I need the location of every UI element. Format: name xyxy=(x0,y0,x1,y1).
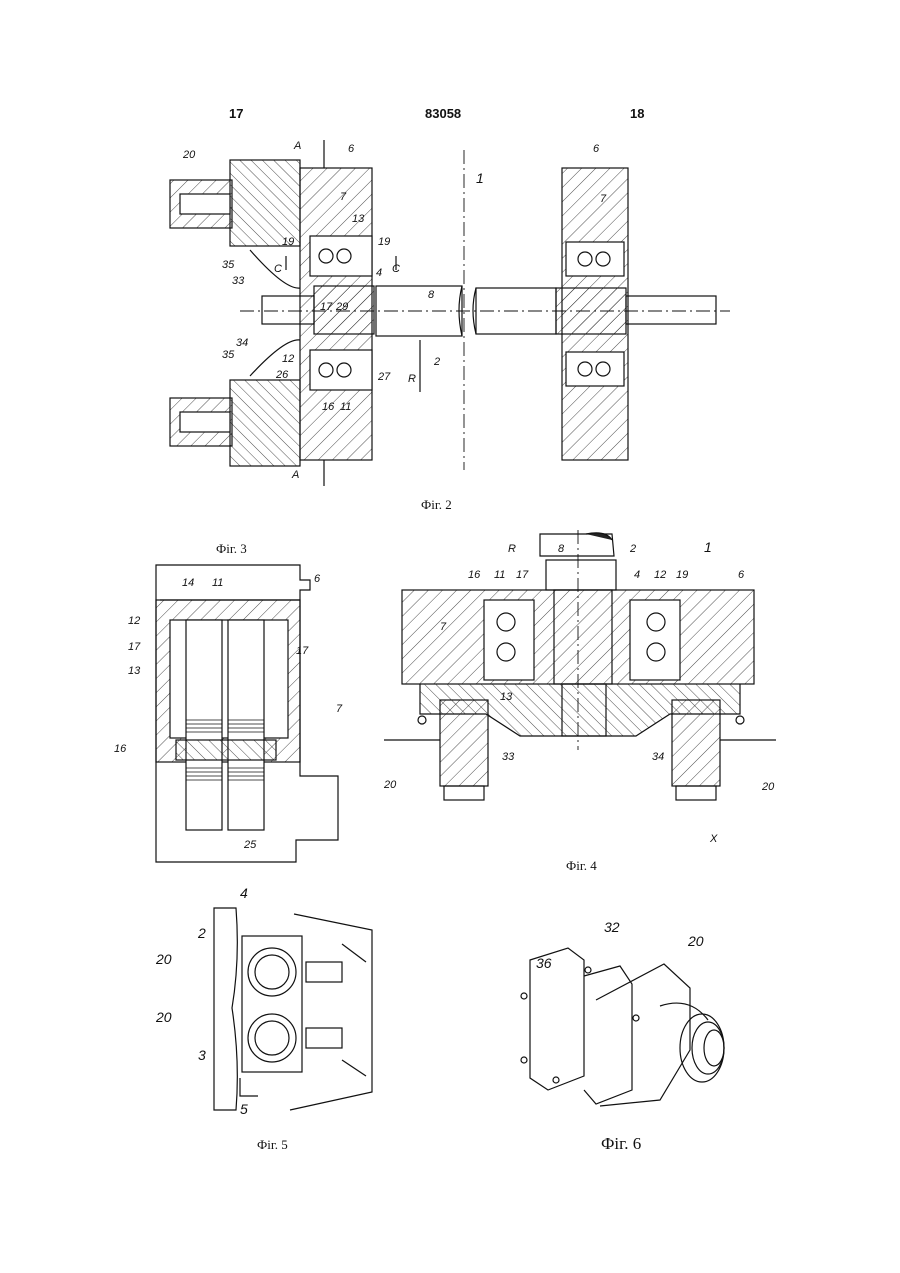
fig3-label-11: 11 xyxy=(212,577,223,589)
fig2-label-19a: 19 xyxy=(282,236,294,248)
fig6-label-36: 36 xyxy=(536,955,552,971)
fig2-label-7: 7 xyxy=(340,191,347,203)
fig4-label-11: 11 xyxy=(494,569,505,581)
figure-2-drawing xyxy=(170,140,730,486)
fig5-label-20-top: 20 xyxy=(155,951,172,967)
fig3-label-7: 7 xyxy=(336,703,343,715)
fig3-label-16: 16 xyxy=(114,743,127,755)
fig6-label-20: 20 xyxy=(687,933,704,949)
fig6-label-32: 32 xyxy=(604,919,620,935)
fig2-label-12: 12 xyxy=(282,353,294,365)
fig2-label-R: R xyxy=(408,373,416,385)
fig2-label-19b: 19 xyxy=(378,236,390,248)
figure-4-drawing xyxy=(384,530,776,800)
fig4-label-13: 13 xyxy=(500,691,513,703)
fig4-label-1: 1 xyxy=(704,539,712,555)
fig2-label-A-bottom: A xyxy=(291,469,299,481)
fig2-label-C-right: C xyxy=(392,263,400,275)
fig2-label-8: 8 xyxy=(428,289,435,301)
fig2-label-4: 4 xyxy=(376,267,382,279)
fig2-label-1: 1 xyxy=(476,170,484,186)
figure-2-caption: Фіг. 2 xyxy=(421,497,452,513)
figure-5-labels: 4 2 20 20 3 5 xyxy=(155,885,248,1117)
figure-6-caption: Фіг. 6 xyxy=(601,1134,641,1154)
fig4-label-7: 7 xyxy=(440,621,447,633)
fig2-label-13: 13 xyxy=(352,213,365,225)
fig3-label-25: 25 xyxy=(243,839,257,851)
fig2-label-33: 33 xyxy=(232,275,245,287)
fig2-label-27: 27 xyxy=(377,371,391,383)
figure-6-drawing xyxy=(521,948,724,1106)
fig4-label-R: R xyxy=(508,543,516,555)
fig2-label-6-right: 6 xyxy=(593,143,600,155)
fig2-label-29: 29 xyxy=(335,301,348,313)
fig2-label-17: 17 xyxy=(320,301,333,313)
fig3-label-13: 13 xyxy=(128,665,141,677)
fig2-label-20: 20 xyxy=(182,149,196,161)
fig4-label-8: 8 xyxy=(558,543,565,555)
figure-5-drawing xyxy=(214,908,372,1110)
fig5-label-4: 4 xyxy=(240,885,248,901)
fig2-label-34: 34 xyxy=(236,337,248,349)
fig4-label-20-right: 20 xyxy=(761,781,775,793)
fig4-label-17: 17 xyxy=(516,569,529,581)
fig2-label-35a: 35 xyxy=(222,259,235,271)
fig3-label-17a: 17 xyxy=(128,641,141,653)
fig4-label-19: 19 xyxy=(676,569,688,581)
fig2-label-C-left: C xyxy=(274,263,282,275)
fig2-label-11: 11 xyxy=(340,401,351,413)
figure-6-labels: 32 20 36 xyxy=(536,919,704,971)
fig2-label-A-top: A xyxy=(293,140,301,152)
fig4-label-6: 6 xyxy=(738,569,745,581)
figure-5-caption: Фіг. 5 xyxy=(257,1137,288,1153)
fig4-label-12: 12 xyxy=(654,569,666,581)
fig4-label-X: X xyxy=(709,833,718,845)
fig2-label-26: 26 xyxy=(275,369,289,381)
fig2-label-35b: 35 xyxy=(222,349,235,361)
fig4-label-34: 34 xyxy=(652,751,664,763)
fig3-label-14: 14 xyxy=(182,577,194,589)
fig4-label-2: 2 xyxy=(629,543,636,555)
figure-3-caption: Фіг. 3 xyxy=(216,541,247,557)
fig5-label-2: 2 xyxy=(197,925,206,941)
fig5-label-3: 3 xyxy=(198,1047,206,1063)
fig3-label-17b: 17 xyxy=(296,645,309,657)
fig3-label-12: 12 xyxy=(128,615,140,627)
fig5-label-20-bottom: 20 xyxy=(155,1009,172,1025)
fig4-label-16: 16 xyxy=(468,569,481,581)
fig3-label-6: 6 xyxy=(314,573,321,585)
fig2-label-6: 6 xyxy=(348,143,355,155)
fig2-label-2: 2 xyxy=(433,356,440,368)
fig2-label-7-right: 7 xyxy=(600,193,607,205)
fig2-label-16: 16 xyxy=(322,401,335,413)
figure-4-caption: Фіг. 4 xyxy=(566,858,597,874)
fig4-label-4: 4 xyxy=(634,569,640,581)
fig4-label-33: 33 xyxy=(502,751,515,763)
fig5-label-5: 5 xyxy=(240,1101,248,1117)
fig4-label-20-left: 20 xyxy=(383,779,397,791)
figure-3-drawing xyxy=(156,565,338,862)
